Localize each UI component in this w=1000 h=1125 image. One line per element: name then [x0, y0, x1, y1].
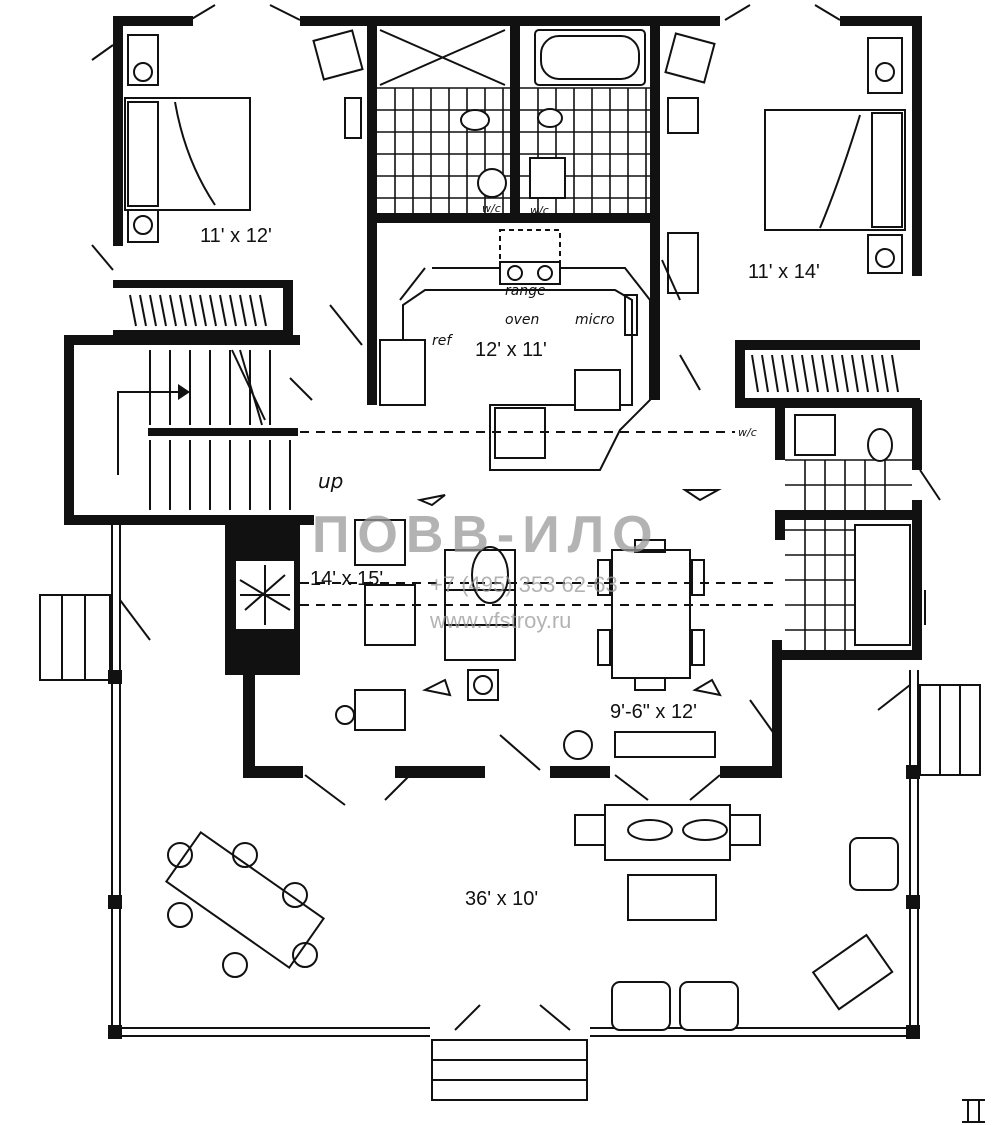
bedroom-left-furniture [124, 29, 364, 243]
door-swings [91, 4, 941, 1031]
label-oven: oven [505, 312, 539, 328]
label-bedroom-right: 11' x 14' [748, 261, 820, 283]
watermark-url: www.vfstroy.ru [429, 608, 571, 633]
porch-furniture [164, 804, 899, 1031]
label-ref: ref [432, 333, 453, 349]
label-range: range [505, 283, 546, 299]
closet-right [751, 354, 899, 393]
bath-fixtures [379, 29, 911, 646]
label-stairs-up: up [318, 469, 343, 493]
watermark-phone: +7 (495) 353 62-63 [430, 572, 618, 597]
walls [64, 16, 922, 778]
label-porch: 36' x 10' [465, 888, 538, 910]
staircase [117, 349, 291, 510]
label-dining: 9'-6" x 12' [610, 701, 697, 723]
kitchen-counters [379, 229, 651, 471]
label-kitchen: 12' x 11' [475, 339, 547, 361]
label-living: 14' x 15' [310, 568, 383, 590]
label-wc-left: w/c [482, 202, 501, 215]
label-wc-right: w/c [738, 426, 757, 439]
dining-table [597, 539, 705, 691]
watermark: ПОВВ-ИЛО +7 (495) 353 62-63 www.vfstroy.… [312, 506, 661, 633]
label-micro: micro [575, 312, 615, 328]
closet-left [129, 294, 267, 327]
bedroom-right-furniture [664, 32, 906, 294]
annotations: range oven micro ref up w/c w/c w/c [318, 202, 757, 493]
watermark-logo: ПОВВ-ИЛО [312, 506, 661, 564]
label-bedroom-left: 11' x 12' [200, 225, 272, 247]
north-arrow-icon [962, 1099, 985, 1123]
bath-tiles [377, 87, 912, 650]
room-boundaries [300, 431, 775, 606]
side-steps [39, 594, 981, 776]
fireplace [234, 559, 296, 631]
room-labels: 11' x 12' 11' x 14' 12' x 11' 14' x 15' … [200, 225, 820, 910]
front-steps [431, 1039, 588, 1101]
label-wc-mid: w/c [530, 204, 549, 217]
